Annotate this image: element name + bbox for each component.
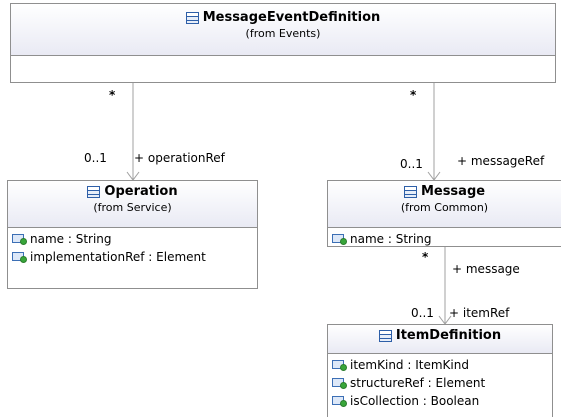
- attribute-row[interactable]: itemKind : ItemKind: [332, 356, 548, 374]
- attribute-text: name : String: [350, 232, 432, 246]
- class-icon: [378, 329, 392, 342]
- class-name-text: MessageEventDefinition: [202, 10, 381, 25]
- class-package: (from Service): [93, 200, 172, 214]
- attribute-text: implementationRef : Element: [30, 250, 206, 264]
- class-name-text: Operation: [104, 184, 178, 199]
- attribute-icon: [332, 395, 347, 407]
- attribute-text: itemKind : ItemKind: [350, 358, 469, 372]
- attribute-compartment: [11, 56, 555, 60]
- class-header: Message (from Common): [328, 181, 561, 228]
- class-header: MessageEventDefinition (from Events): [11, 4, 555, 56]
- class-name-text: ItemDefinition: [395, 328, 502, 343]
- attribute-icon: [12, 233, 27, 245]
- attribute-row[interactable]: implementationRef : Element: [12, 248, 253, 266]
- attribute-icon: [332, 359, 347, 371]
- class-icon: [403, 185, 417, 198]
- attribute-icon: [332, 233, 347, 245]
- class-header: ItemDefinition: [328, 325, 552, 354]
- class-package: (from Common): [400, 200, 489, 214]
- multiplicity-source-operation-ref: *: [109, 88, 116, 102]
- role-message-ref: + messageRef: [457, 154, 545, 168]
- class-name: MessageEventDefinition: [185, 10, 381, 25]
- multiplicity-target-item-ref: 0..1: [411, 306, 434, 320]
- multiplicity-target-message-ref: 0..1: [400, 157, 423, 171]
- attribute-compartment: itemKind : ItemKind structureRef : Eleme…: [328, 354, 552, 412]
- multiplicity-source-message: *: [422, 250, 429, 264]
- attribute-compartment: name : String implementationRef : Elemen…: [8, 228, 257, 268]
- attribute-icon: [332, 377, 347, 389]
- attribute-compartment: name : String: [328, 228, 561, 250]
- role-operation-ref: + operationRef: [134, 151, 225, 165]
- attribute-text: isCollection : Boolean: [350, 394, 480, 408]
- multiplicity-source-message-ref: *: [410, 88, 417, 102]
- class-header: Operation (from Service): [8, 181, 257, 228]
- attribute-row[interactable]: name : String: [332, 230, 557, 248]
- class-name: ItemDefinition: [378, 328, 502, 343]
- class-operation[interactable]: Operation (from Service) name : String i…: [7, 180, 258, 289]
- class-package: (from Events): [245, 26, 321, 40]
- attribute-text: name : String: [30, 232, 112, 246]
- class-name-text: Message: [420, 184, 486, 199]
- attribute-text: structureRef : Element: [350, 376, 486, 390]
- attribute-row[interactable]: structureRef : Element: [332, 374, 548, 392]
- class-icon: [185, 11, 199, 24]
- attribute-row[interactable]: name : String: [12, 230, 253, 248]
- class-name: Message: [403, 184, 486, 199]
- class-message-event-definition[interactable]: MessageEventDefinition (from Events): [10, 3, 556, 83]
- class-icon: [87, 185, 101, 198]
- attribute-row[interactable]: isCollection : Boolean: [332, 392, 548, 410]
- class-message[interactable]: Message (from Common) name : String: [327, 180, 561, 247]
- multiplicity-target-operation-ref: 0..1: [84, 151, 107, 165]
- class-item-definition[interactable]: ItemDefinition itemKind : ItemKind struc…: [327, 324, 553, 417]
- attribute-icon: [12, 251, 27, 263]
- class-name: Operation: [87, 184, 178, 199]
- role-message: + message: [452, 262, 520, 276]
- role-item-ref: + itemRef: [449, 306, 510, 320]
